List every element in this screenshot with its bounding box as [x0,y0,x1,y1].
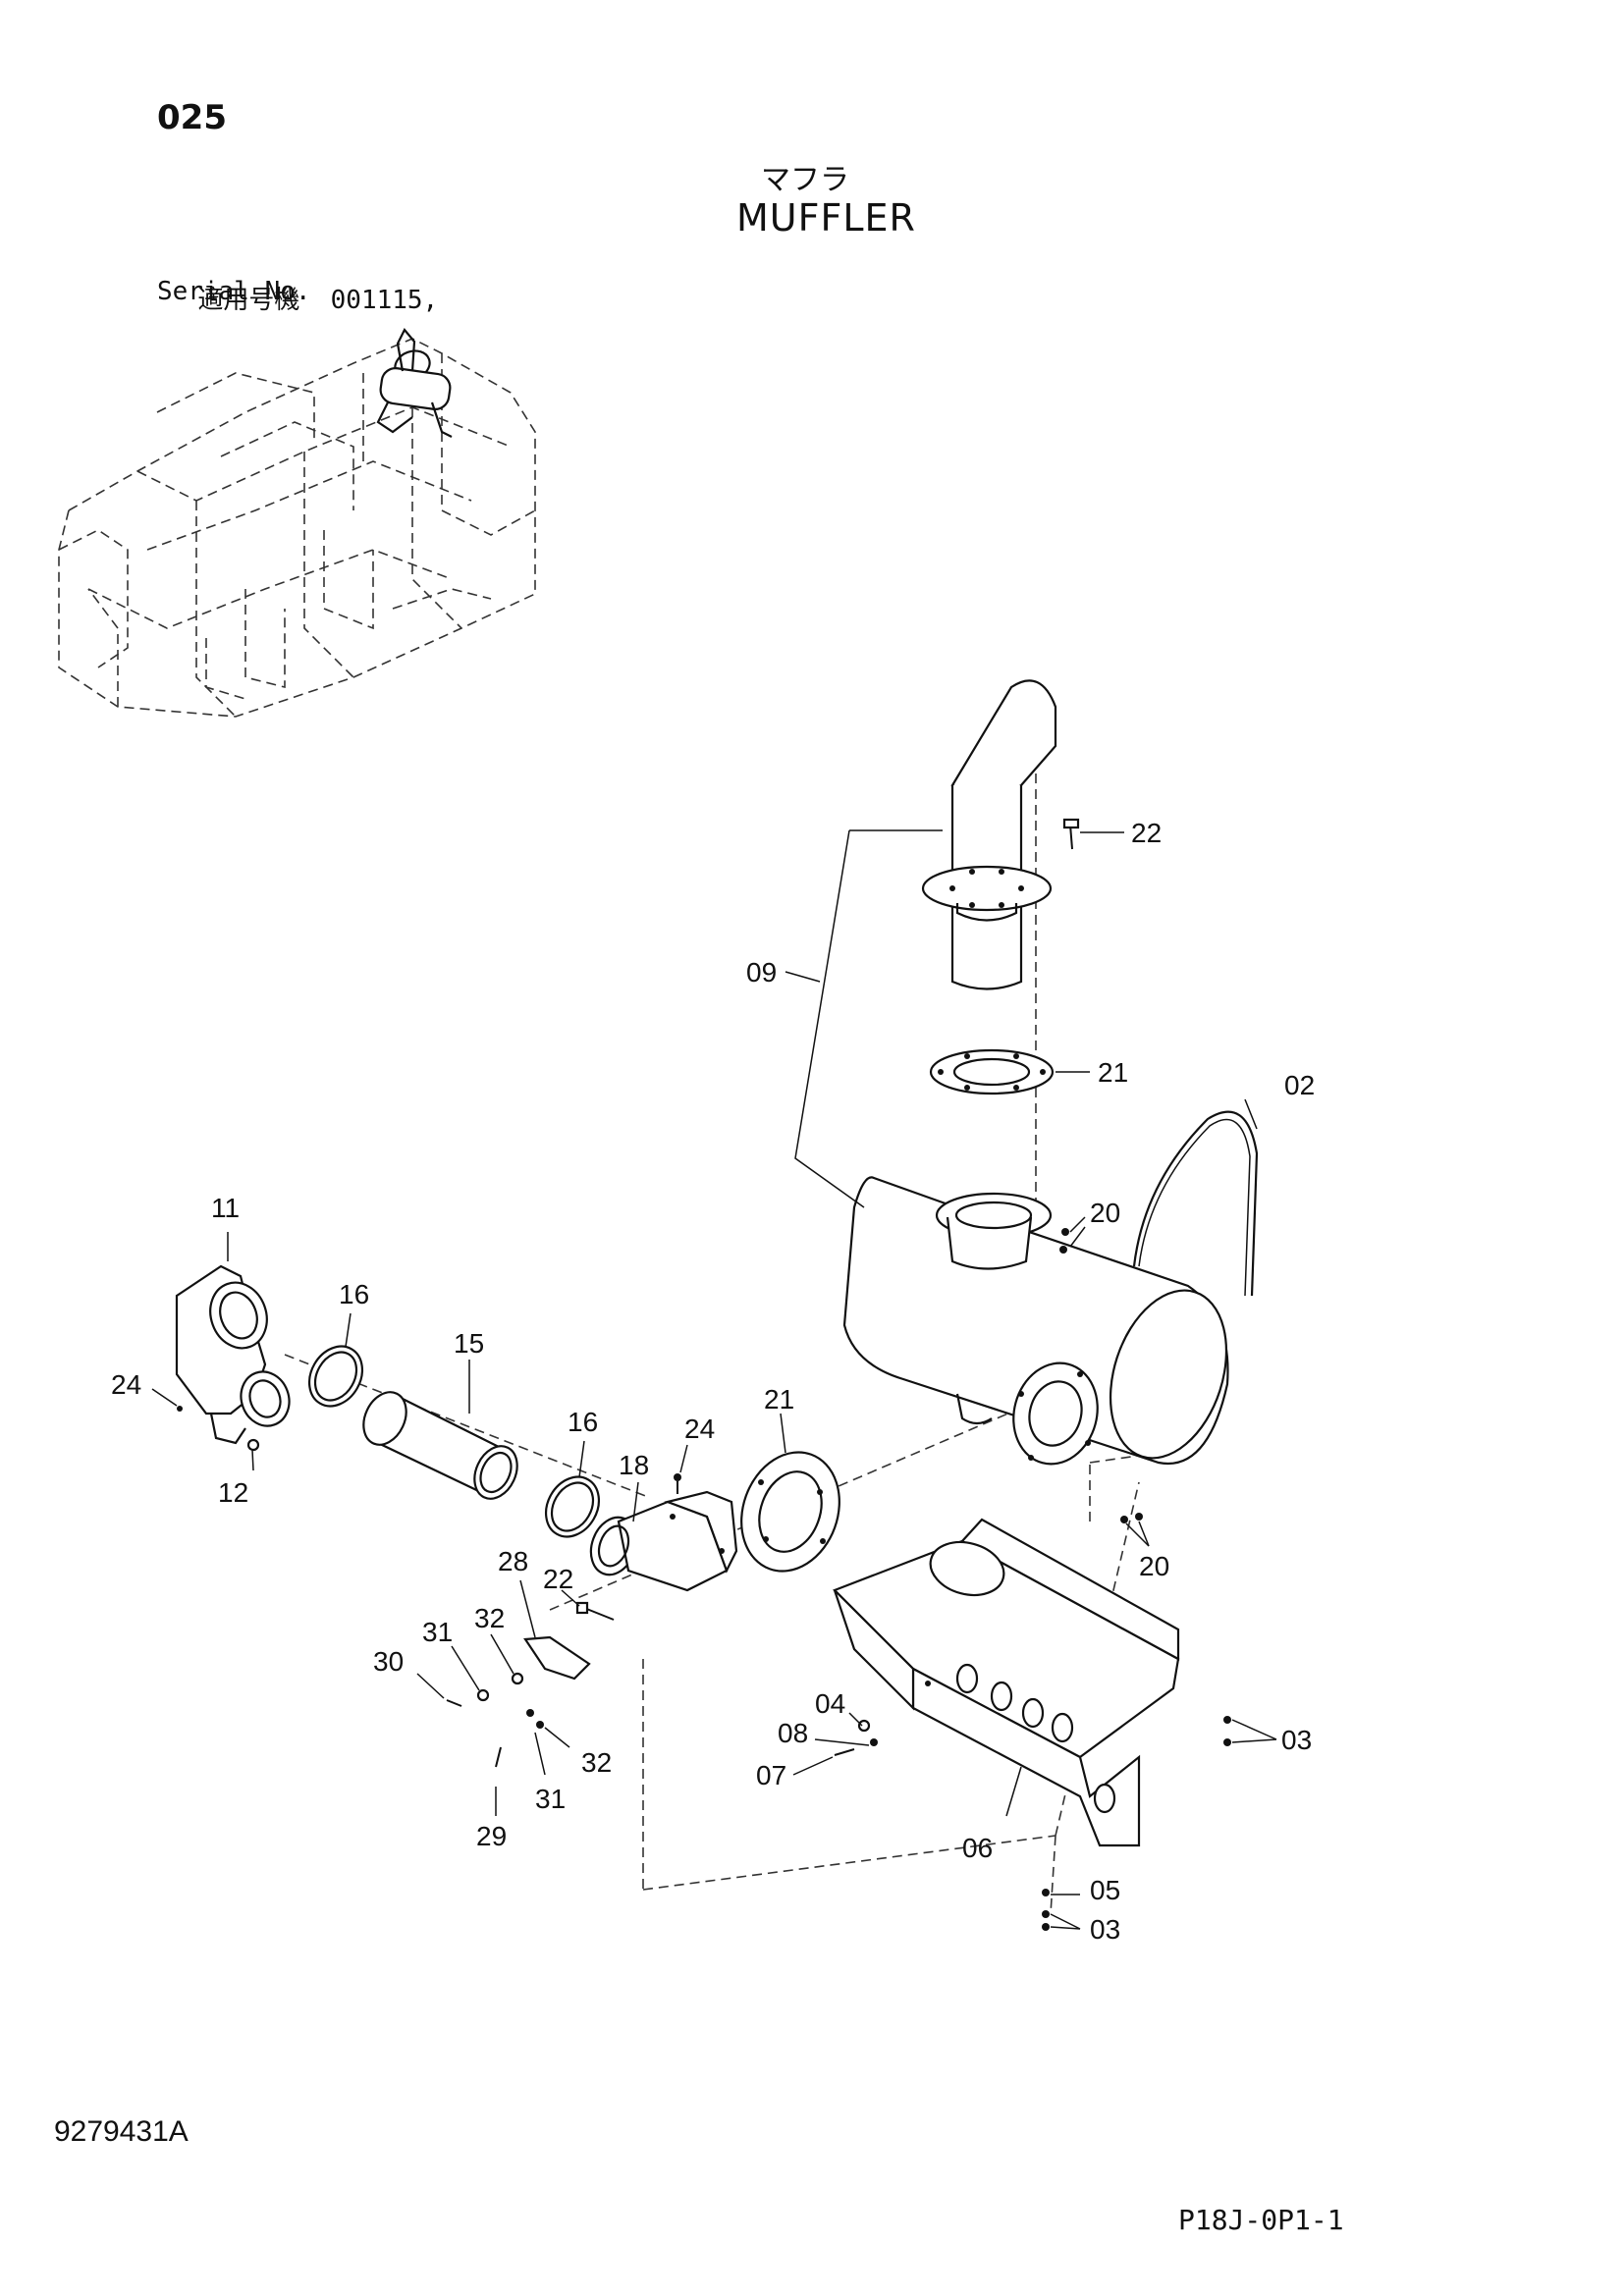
callout-09: 09 [746,957,777,988]
elbow-pipe-11 [175,1264,291,1452]
callout-24-left: 24 [111,1369,141,1400]
callout-21-top: 21 [1098,1057,1128,1088]
muffler-body [842,1176,1229,1466]
callout-30: 30 [373,1646,404,1677]
callout-06: 06 [962,1833,993,1863]
callout-32-upper: 32 [474,1603,505,1633]
callout-15: 15 [454,1328,484,1359]
serial-line: 適用号機 001115, [167,250,438,316]
bolts-20 [1059,1228,1143,1523]
callout-20-bottom: 20 [1139,1551,1169,1581]
small-hardware [446,1672,1231,1931]
gasket-21-top [929,1048,1055,1095]
callout-31-lower: 31 [535,1784,566,1814]
callout-21-right: 21 [764,1384,794,1415]
callout-12: 12 [218,1477,248,1508]
callout-02: 02 [1284,1070,1315,1100]
adapter-18 [589,1490,738,1592]
callout-05: 05 [1090,1875,1120,1905]
page-title: MUFFLER [736,196,916,240]
gasket-21-right [740,1451,840,1573]
tube-15 [362,1391,518,1500]
callout-18: 18 [619,1450,649,1480]
serial-label-en: Serial No. [157,277,311,306]
callout-20-top: 20 [1090,1198,1120,1228]
exhaust-stack [921,679,1057,990]
callout-04: 04 [815,1688,845,1719]
bolt-22-top [1062,818,1080,850]
callout-08: 08 [778,1718,808,1748]
title-japanese: マフラ [761,163,849,197]
bolt-22-lower [575,1601,615,1621]
callout-16-left: 16 [339,1279,369,1309]
bracket-28 [523,1635,591,1681]
document-id: 9279431A [54,2115,189,2148]
callout-03-bottom: 03 [1090,1914,1120,1945]
callout-labels: 22 09 21 02 20 11 16 15 24 16 24 21 18 1… [111,818,1315,1945]
callout-07: 07 [756,1760,786,1790]
hose-02 [1132,1110,1259,1297]
callout-11: 11 [211,1193,240,1223]
callout-24-mid: 24 [684,1414,715,1444]
leader-lines [151,829,1277,1930]
callout-29: 29 [476,1821,507,1851]
callout-32-lower: 32 [581,1747,612,1778]
page-code: P18J-0P1-1 [1178,2204,1344,2236]
support-bracket-06 [833,1518,1180,1847]
page-number: 025 [157,98,227,137]
serial-value: 001115, [330,286,439,315]
callout-31-upper: 31 [422,1617,453,1647]
callout-28: 28 [498,1546,528,1576]
o-ring-16-left [307,1345,364,1408]
serial-label-jp: 適用号機 [197,286,300,315]
callout-03-right: 03 [1281,1725,1312,1755]
callout-22-lower: 22 [543,1564,573,1594]
bolt-24-mid [674,1473,681,1494]
o-ring-16-right [544,1475,601,1538]
callout-22-top: 22 [1131,818,1162,848]
callout-16-right: 16 [568,1407,598,1437]
machine-overview-icon [58,328,536,718]
bolt-24-left [177,1406,183,1412]
